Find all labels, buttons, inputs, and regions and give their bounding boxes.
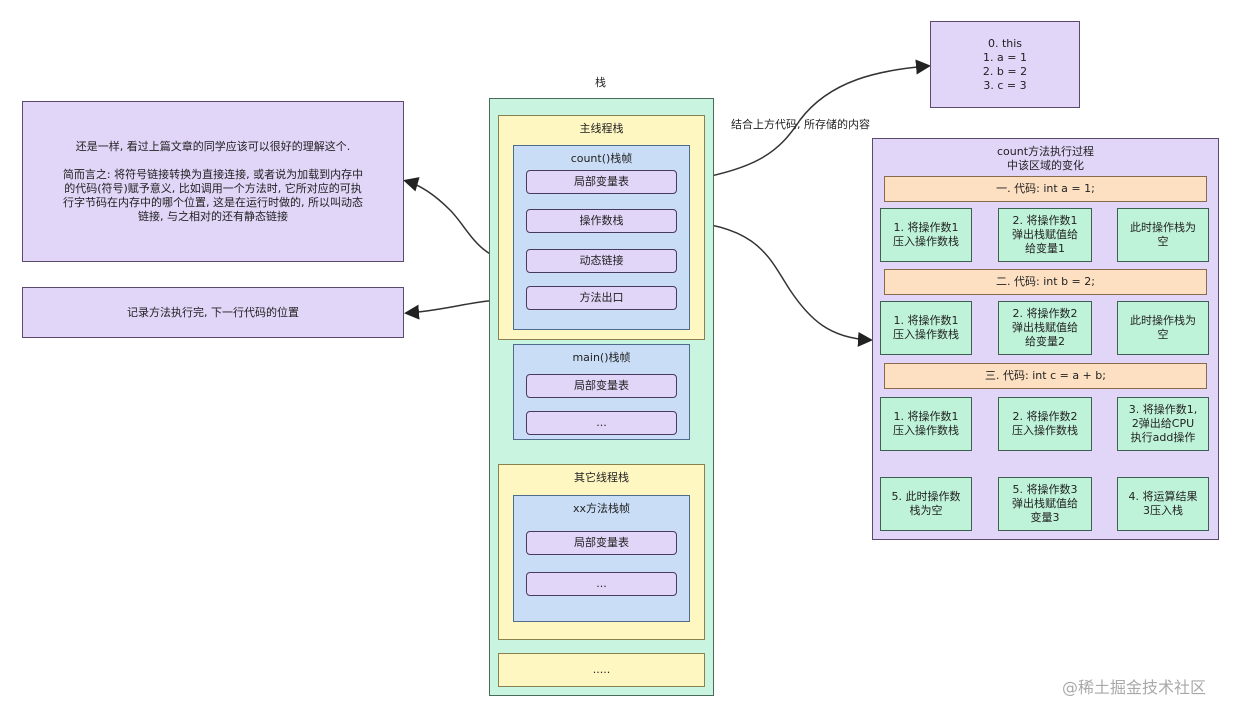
arrow-operand-stack-to-process <box>677 220 873 347</box>
process-step3-code: 三. 代码: int c = a + b; <box>884 363 1207 389</box>
stack-title: 栈 <box>595 76 606 89</box>
process-step3-a: 1. 将操作数1 压入操作数栈 <box>880 397 972 451</box>
process-step3-f: 5. 此时操作数 栈为空 <box>880 477 972 531</box>
local-vars-content: 0. this 1. a = 1 2. b = 2 3. c = 3 <box>930 21 1080 108</box>
process-step2-b: 2. 将操作数2 弹出栈赋值给 给变量2 <box>998 301 1092 355</box>
process-step1-a: 1. 将操作数1 压入操作数栈 <box>880 208 972 262</box>
return-address-note: 记录方法执行完, 下一行代码的位置 <box>22 287 404 338</box>
dynamic-link-note: 还是一样, 看过上篇文章的同学应该可以很好的理解这个. 简而言之: 将符号链接转… <box>22 101 404 262</box>
xx-more: ... <box>526 572 677 596</box>
local-vars-label: 结合上方代码, 所存储的内容 <box>731 118 870 131</box>
process-step1-code: 一. 代码: int a = 1; <box>884 176 1207 202</box>
process-step3-e: 5. 将操作数3 弹出栈赋值给 变量3 <box>998 477 1092 531</box>
count-operand-stack: 操作数栈 <box>526 209 677 233</box>
xx-local-vars: 局部变量表 <box>526 531 677 555</box>
count-return-address: 方法出口 <box>526 286 677 310</box>
process-step1-c: 此时操作栈为 空 <box>1117 208 1209 262</box>
process-step2-c: 此时操作栈为 空 <box>1117 301 1209 355</box>
count-dynamic-link: 动态链接 <box>526 249 677 273</box>
process-step1-b: 2. 将操作数1 弹出栈赋值给 给变量1 <box>998 208 1092 262</box>
dynamic-link-note-line1: 还是一样, 看过上篇文章的同学应该可以很好的理解这个. <box>75 139 351 153</box>
arrow-local-vars-to-content <box>677 59 931 183</box>
bottom-more: ..... <box>498 653 705 687</box>
main-more: ... <box>526 411 677 435</box>
process-step3-c: 3. 将操作数1, 2弹出给CPU 执行add操作 <box>1117 397 1209 451</box>
main-local-vars: 局部变量表 <box>526 374 677 398</box>
count-local-vars: 局部变量表 <box>526 170 677 194</box>
watermark: @稀土掘金技术社区 <box>1062 678 1207 697</box>
process-step3-b: 2. 将操作数2 压入操作数栈 <box>998 397 1092 451</box>
xx-frame: xx方法栈帧 <box>513 495 690 622</box>
process-step2-code: 二. 代码: int b = 2; <box>884 269 1207 295</box>
process-step3-d: 4. 将运算结果 3压入栈 <box>1117 477 1209 531</box>
dynamic-link-note-body: 简而言之: 将符号链接转换为直接连接, 或者说为加载到内存中 的代码(符号)赋予… <box>62 167 364 223</box>
process-step2-a: 1. 将操作数1 压入操作数栈 <box>880 301 972 355</box>
